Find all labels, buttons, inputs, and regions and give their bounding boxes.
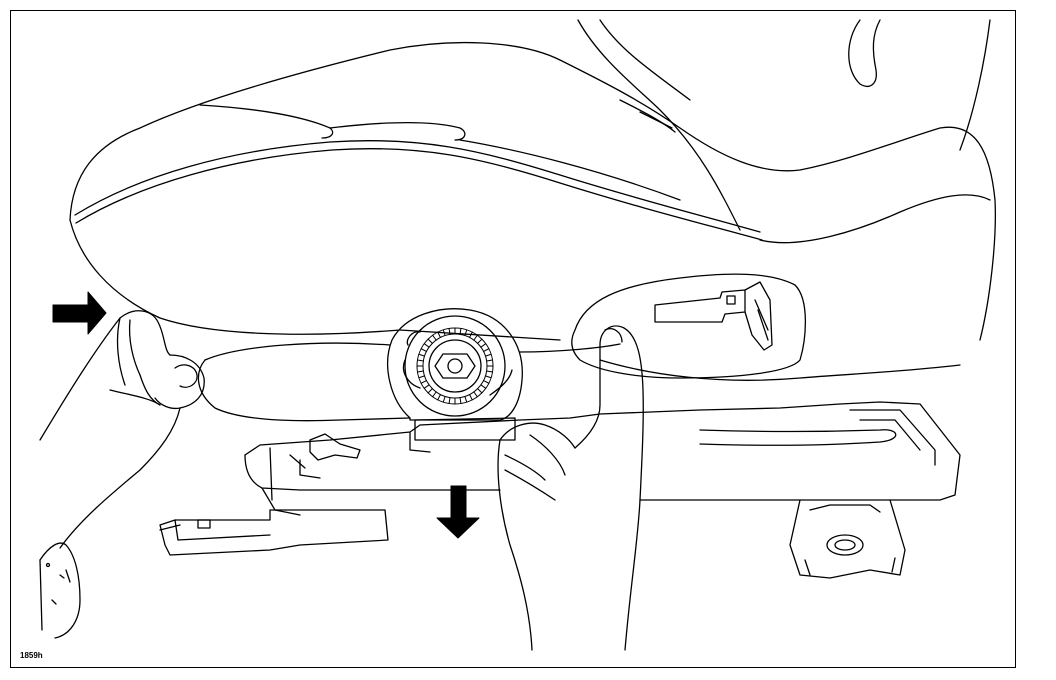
gear-tooth <box>420 380 427 384</box>
gear-tooth <box>459 397 462 405</box>
gear-tooth <box>483 380 490 384</box>
gear-tooth <box>477 338 483 344</box>
gear-tooth <box>420 348 427 352</box>
gear-tooth <box>469 331 473 338</box>
gear-tooth <box>473 391 478 398</box>
gear-tooth <box>432 334 437 341</box>
gear-tooth <box>418 353 426 357</box>
gear-tooth <box>473 334 478 341</box>
gear-teeth <box>416 327 494 405</box>
height-adjust-gear-assembly <box>387 308 523 421</box>
down-arrow-icon <box>436 485 480 539</box>
gear-tooth <box>442 329 446 337</box>
figure-code-label: 1859h <box>20 651 43 660</box>
right-hand <box>497 325 644 651</box>
gear-tooth <box>484 375 492 379</box>
gear-tooth <box>464 395 468 403</box>
right-arrow-icon <box>52 291 107 335</box>
gear-tooth <box>480 343 487 348</box>
seat-cushion <box>69 41 996 341</box>
gear-tooth <box>477 388 483 394</box>
gear-tooth <box>486 370 494 373</box>
gear-tooth <box>448 327 451 335</box>
gear-tooth <box>480 384 487 389</box>
gear-tooth <box>418 375 426 379</box>
gear-tooth <box>427 388 433 394</box>
side-trim-panel <box>197 273 961 422</box>
gear-tooth <box>437 394 441 401</box>
left-hand <box>39 310 205 639</box>
seat-track-rail <box>159 401 961 579</box>
gear-tooth <box>427 338 433 344</box>
gear-tooth <box>423 343 430 348</box>
gear-tooth <box>442 395 446 403</box>
gear-tooth <box>448 397 451 405</box>
gear-tooth <box>432 391 437 398</box>
gear-tooth <box>483 348 490 352</box>
gear-tooth <box>437 331 441 338</box>
gear-tooth <box>423 384 430 389</box>
gear-tooth <box>416 359 424 362</box>
gear-tooth <box>484 353 492 357</box>
gear-tooth <box>464 329 468 337</box>
seat-back <box>577 19 991 231</box>
gear-tooth <box>469 394 473 401</box>
gear-tooth <box>416 370 424 373</box>
gear-tooth <box>459 327 462 335</box>
gear-tooth <box>486 359 494 362</box>
